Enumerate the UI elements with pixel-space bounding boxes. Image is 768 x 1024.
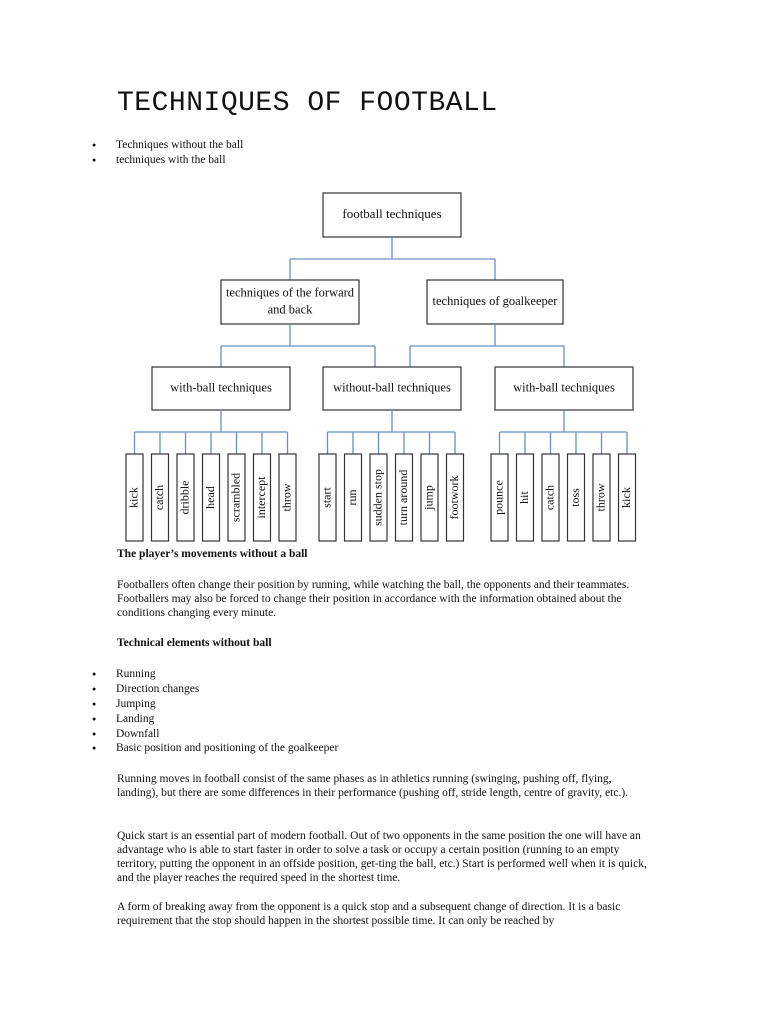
techniques-tree-diagram: football techniques techniques of the for…	[125, 192, 637, 542]
box-border	[541, 453, 560, 542]
leaf-label: catch	[542, 485, 556, 510]
leaf-box: run	[343, 453, 363, 542]
elements-list: Running Direction changes Jumping Landin…	[92, 667, 338, 756]
leaf-label: jump	[421, 485, 435, 511]
box-border	[445, 453, 465, 542]
box-label: techniques of the forward	[226, 285, 355, 299]
top-bullet-list: Techniques without the ball techniques w…	[92, 138, 243, 168]
box-label: without-ball techniques	[333, 380, 451, 394]
box-border	[420, 453, 439, 542]
list-item: Running	[92, 667, 338, 682]
leaf-label: dribble	[177, 481, 191, 515]
box-level2-1: techniques of goalkeeper	[426, 279, 564, 325]
leaf-label: throw	[593, 483, 607, 511]
page-title: TECHNIQUES OF FOOTBALL	[117, 88, 498, 119]
box-border	[566, 453, 586, 542]
leaf-box: head	[201, 453, 221, 542]
box-level3-1: without-ball techniques	[322, 366, 462, 411]
box-border	[592, 453, 611, 542]
leaf-label: hit	[517, 491, 531, 504]
box-label: with-ball techniques	[170, 380, 272, 394]
leaf-box: toss	[566, 453, 586, 542]
leaf-box: pounce	[490, 453, 509, 542]
paragraph-breaking-away: A form of breaking away from the opponen…	[117, 901, 621, 927]
box-border	[617, 453, 637, 542]
box-root: football techniques	[322, 192, 462, 238]
leaf-label: scrambled	[228, 473, 242, 522]
box-border	[227, 453, 246, 542]
leaf-box: jump	[420, 453, 439, 542]
box-border	[278, 453, 297, 542]
paragraph-movements: Footballers often change their position …	[117, 579, 630, 619]
leaf-label: toss	[568, 488, 582, 507]
list-item: Basic position and positioning of the go…	[92, 741, 338, 756]
leaf-box: throw	[278, 453, 297, 542]
box-border	[151, 366, 291, 411]
leaf-box: catch	[150, 453, 170, 542]
box-border	[220, 279, 360, 325]
leaf-label: catch	[152, 485, 166, 510]
leaf-box: intercept	[252, 453, 272, 542]
paragraph-quick-start: Quick start is an essential part of mode…	[117, 830, 647, 884]
leaf-label: kick	[126, 487, 140, 508]
list-item: Landing	[92, 712, 338, 727]
box-border	[369, 453, 388, 542]
section-heading-movements: The player’s movements without a ball	[117, 548, 308, 560]
leaf-label: head	[203, 486, 217, 509]
leaf-label: kick	[619, 487, 633, 508]
leaf-box: throw	[592, 453, 611, 542]
leaf-box: dribble	[176, 453, 195, 542]
leaf-label: throw	[279, 483, 293, 511]
box-border	[150, 453, 170, 542]
section-heading-elements: Technical elements without ball	[117, 637, 272, 649]
leaf-box: kick	[125, 453, 144, 542]
box-border	[490, 453, 509, 542]
list-item: Jumping	[92, 697, 338, 712]
leaf-box: hit	[515, 453, 535, 542]
box-border	[426, 279, 564, 325]
box-border	[322, 366, 462, 411]
leaf-label: pounce	[491, 480, 505, 515]
box-label: football techniques	[342, 206, 441, 221]
leaf-box: scrambled	[227, 453, 246, 542]
leaf-box: kick	[617, 453, 637, 542]
leaf-label: turn around	[396, 470, 410, 526]
leaf-label: footwork	[447, 476, 461, 520]
box-label: with-ball techniques	[513, 380, 615, 394]
list-item: techniques with the ball	[92, 153, 243, 168]
box-level3-0: with-ball techniques	[151, 366, 291, 411]
box-border	[201, 453, 221, 542]
box-label: and back	[268, 302, 314, 316]
box-border	[394, 453, 414, 542]
box-border	[318, 453, 337, 542]
box-label: techniques of goalkeeper	[433, 294, 559, 308]
leaf-label: start	[319, 487, 333, 508]
leaf-label: sudden stop	[370, 469, 384, 526]
box-level2-0: techniques of the forward and back	[220, 279, 360, 325]
box-border	[176, 453, 195, 542]
box-border	[515, 453, 535, 542]
box-level3-2: with-ball techniques	[494, 366, 634, 411]
list-item: Techniques without the ball	[92, 138, 243, 153]
box-border	[343, 453, 363, 542]
leaf-label: intercept	[254, 476, 268, 519]
leaf-box: catch	[541, 453, 560, 542]
box-border	[125, 453, 144, 542]
leaf-box: footwork	[445, 453, 465, 542]
leaf-box: turn around	[394, 453, 414, 542]
leaf-label: run	[345, 490, 359, 506]
leaf-box: sudden stop	[369, 453, 388, 542]
list-item: Downfall	[92, 727, 338, 742]
paragraph-running: Running moves in football consist of the…	[117, 773, 629, 799]
list-item: Direction changes	[92, 682, 338, 697]
leaf-box: start	[318, 453, 337, 542]
box-border	[252, 453, 272, 542]
